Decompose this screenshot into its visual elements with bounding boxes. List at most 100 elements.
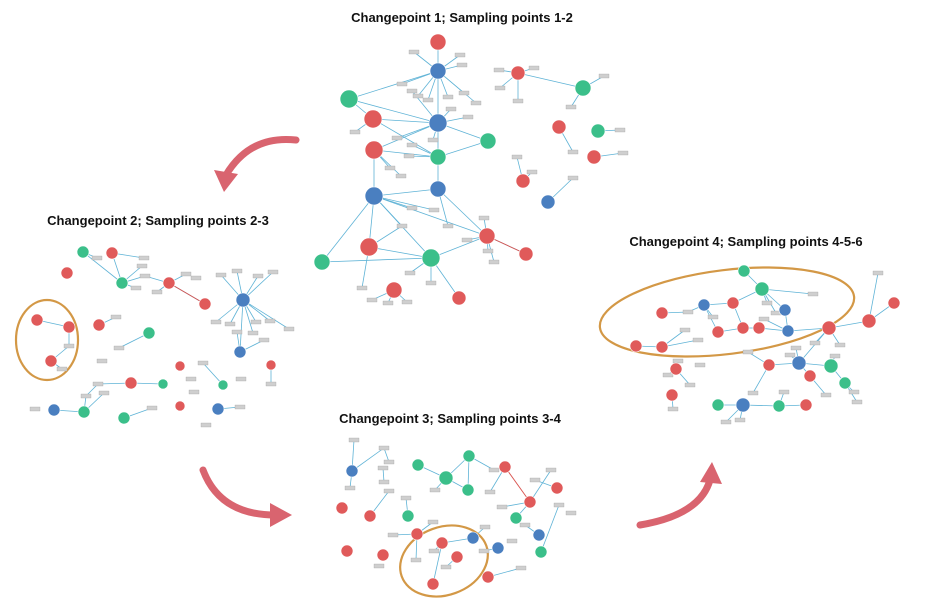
gene-node [63, 343, 75, 349]
highlight-ring-cp2 [14, 298, 80, 382]
protein-node [629, 339, 643, 353]
gene-node [545, 467, 557, 473]
gene-node [250, 319, 262, 325]
arrow-cp1-to-cp2 [222, 135, 300, 179]
gene-node [742, 349, 754, 355]
protein-node [510, 65, 526, 81]
gene-node [829, 353, 841, 359]
protein-node [411, 458, 425, 472]
network-edge [373, 149, 439, 158]
network-edge [761, 288, 814, 295]
protein-node [735, 397, 751, 413]
protein-node [523, 495, 537, 509]
gene-node [565, 510, 577, 516]
protein-node [429, 33, 447, 51]
protein-node [762, 358, 776, 372]
gene-node [113, 345, 125, 351]
protein-node [265, 359, 277, 371]
gene-node [493, 67, 505, 73]
gene-node [427, 137, 439, 143]
gene-node [679, 327, 691, 333]
gene-node [92, 381, 104, 387]
protein-node [426, 577, 440, 591]
gene-node [403, 153, 415, 159]
protein-node [479, 132, 497, 150]
gene-node [478, 548, 490, 554]
gene-node [264, 318, 276, 324]
protein-node [410, 527, 424, 541]
network-edge [868, 272, 879, 322]
gene-node [809, 340, 821, 346]
protein-node [233, 345, 247, 359]
gene-node [391, 135, 403, 141]
protein-node [478, 227, 496, 245]
gene-node [188, 389, 200, 395]
network-edge [321, 195, 375, 263]
gene-node [138, 255, 150, 261]
protein-node [345, 464, 359, 478]
protein-node [509, 511, 523, 525]
protein-node [363, 109, 383, 129]
gene-node [470, 100, 482, 106]
network-edge [372, 118, 439, 158]
gene-node [366, 297, 378, 303]
network-edge [382, 467, 385, 483]
gene-node [479, 524, 491, 530]
gene-node [567, 175, 579, 181]
protein-node [737, 264, 751, 278]
protein-node [92, 318, 106, 332]
protein-node [752, 321, 766, 335]
protein-node [586, 149, 602, 165]
protein-node [821, 320, 837, 336]
gene-node [758, 316, 770, 322]
gene-node [734, 417, 746, 423]
protein-node [838, 376, 852, 390]
gene-node [406, 205, 418, 211]
gene-node [528, 65, 540, 71]
network-edge [373, 195, 435, 211]
gene-node [404, 270, 416, 276]
gene-node [445, 106, 457, 112]
network-edge [368, 246, 432, 259]
protein-node [359, 237, 379, 257]
gene-node [408, 49, 420, 55]
network-edge [430, 235, 488, 259]
gene-node [778, 389, 790, 395]
protein-node [550, 481, 564, 495]
gene-node [488, 467, 500, 473]
protein-node [142, 326, 156, 340]
arrow-head-cp1-to-cp2 [214, 170, 238, 192]
arrow-head-cp3-to-cp4 [700, 462, 722, 484]
gene-node [848, 389, 860, 395]
gene-node [820, 392, 832, 398]
protein-node [655, 306, 669, 320]
gene-node [617, 150, 629, 156]
protein-node [30, 313, 44, 327]
gene-node [383, 459, 395, 465]
arrow-cp3-to-cp4 [636, 476, 714, 529]
protein-node [174, 360, 186, 372]
network-edge [517, 72, 584, 89]
protein-node [861, 313, 877, 329]
network-edge [242, 299, 290, 330]
gene-node [784, 352, 796, 358]
protein-node [217, 379, 229, 391]
gene-node [427, 519, 439, 525]
protein-node [778, 303, 792, 317]
gene-node [790, 345, 802, 351]
panel-title-cp4: Changepoint 4; Sampling points 4-5-6 [629, 234, 862, 249]
gene-node [682, 309, 694, 315]
gene-node [396, 81, 408, 87]
protein-node [772, 399, 786, 413]
gene-node [56, 366, 68, 372]
protein-node [429, 148, 447, 166]
protein-node [665, 388, 679, 402]
protein-node [590, 123, 606, 139]
protein-node [421, 248, 441, 268]
gene-node [98, 390, 110, 396]
gene-node [692, 337, 704, 343]
gene-node [425, 280, 437, 286]
protein-node [235, 292, 251, 308]
protein-node [534, 545, 548, 559]
protein-node [62, 320, 76, 334]
